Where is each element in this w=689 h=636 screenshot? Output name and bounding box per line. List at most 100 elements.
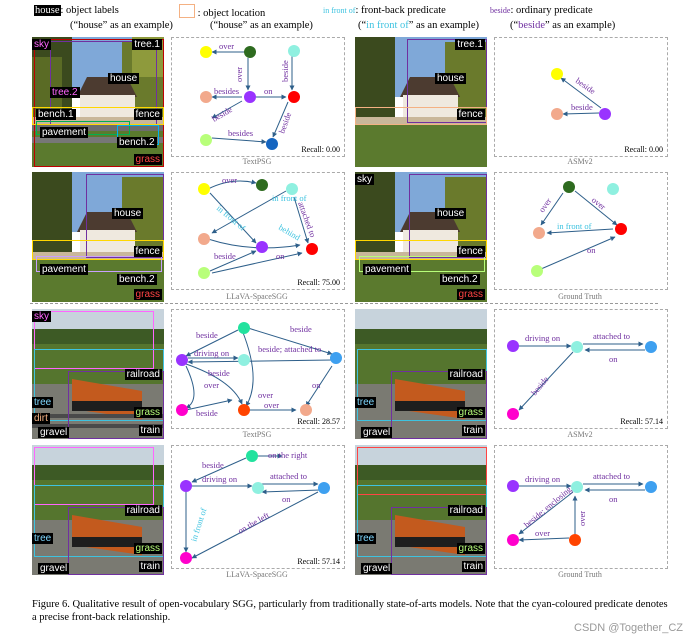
- edge-label: in front of: [557, 221, 592, 231]
- panel-caption: LLaVA-SpaceSGG: [226, 292, 288, 301]
- label-grass: grass: [133, 407, 162, 418]
- edge-label: over: [219, 41, 234, 51]
- edge-label: over: [590, 195, 608, 212]
- house-scene-image: [355, 37, 487, 167]
- label-grass: grass: [133, 154, 162, 165]
- graph-llava-row2: over in front of attached to in front of…: [171, 172, 345, 290]
- house-scene-image: [32, 37, 164, 167]
- label-tree-1: tree.1: [455, 39, 485, 50]
- edge-label: beside: [210, 104, 234, 124]
- edge-label: beside: [196, 330, 218, 340]
- label-pavement: pavement: [40, 127, 88, 138]
- label-fence: fence: [456, 246, 485, 257]
- photo-house-3: house fence pavement bench.2 grass: [32, 172, 164, 302]
- legend-front-back: in front of: front-back predicate: [323, 5, 446, 16]
- scene-graph: beside on the right driving on attached …: [180, 450, 330, 564]
- panel-caption: Ground Truth: [558, 292, 602, 301]
- label-gravel: gravel: [38, 427, 70, 438]
- edge-label: in front of: [272, 193, 307, 203]
- label-tree: tree: [355, 533, 377, 544]
- edge-label: on the left: [236, 510, 271, 536]
- edge-label: beside: [214, 251, 236, 261]
- graph-asmv2-row3: driving on attached to on beside Recall:…: [494, 309, 668, 429]
- edge-label: on: [282, 494, 291, 504]
- label-gravel: gravel: [361, 427, 393, 438]
- legend-front-back-example: (“in front of” as an example): [358, 20, 480, 31]
- scene-graph: beside beside driving on beside; attache…: [176, 322, 342, 418]
- location-box-icon: [179, 4, 195, 18]
- label-gravel: gravel: [38, 563, 70, 574]
- edge-label: beside: [202, 460, 224, 470]
- edge-label: over: [204, 380, 219, 390]
- label-gravel: gravel: [361, 563, 393, 574]
- edge-label: on: [609, 494, 618, 504]
- edge-label: beside: [280, 60, 290, 82]
- edge-label: driving on: [525, 333, 561, 343]
- recall-score: Recall: 0.00: [624, 145, 663, 154]
- edge-label: attached to: [270, 471, 307, 481]
- legend-house-example: (“house” as an example): [70, 20, 173, 31]
- recall-score: Recall: 28.57: [297, 417, 340, 426]
- scene-graph: driving on attached to on beside: [507, 331, 657, 420]
- graph-groundtruth-row2: over over in front of on: [494, 172, 668, 290]
- edge-label: over: [234, 67, 244, 82]
- recall-score: Recall: 0.00: [301, 145, 340, 154]
- recall-score: Recall: 75.00: [297, 278, 340, 287]
- label-house: house: [112, 208, 144, 219]
- label-tree: tree: [355, 397, 377, 408]
- label-sky: sky: [32, 39, 51, 50]
- photo-house-4: sky house fence pavement bench.2 grass: [355, 172, 487, 302]
- edge-label: beside: [571, 102, 593, 112]
- graph-textpsg-row3: beside beside driving on beside; attache…: [171, 309, 345, 429]
- recall-score: Recall: 57.14: [297, 557, 340, 566]
- label-railroad: railroad: [447, 369, 485, 380]
- graph-textpsg-row1: over over beside on besides beside besid…: [171, 37, 345, 157]
- edge-label: attached to: [593, 471, 630, 481]
- edge-label: attached to: [593, 331, 630, 341]
- edge-label: driving on: [194, 348, 230, 358]
- label-railroad: railroad: [124, 369, 162, 380]
- photo-train-4: railroad tree grass gravel train: [355, 445, 487, 575]
- label-bench-2: bench.2: [440, 274, 480, 285]
- edge-label: on: [587, 245, 596, 255]
- graph-groundtruth-row4: driving on attached to on beside; enclos…: [494, 445, 668, 569]
- edge-label: in front of: [188, 507, 208, 543]
- label-bench-1: bench.1: [36, 109, 76, 120]
- legend-object-labels: house: object labels: [34, 5, 119, 16]
- edge-label: on the right: [268, 450, 308, 460]
- label-grass: grass: [456, 289, 485, 300]
- label-tree: tree: [32, 533, 54, 544]
- label-sky: sky: [355, 174, 374, 185]
- panel-caption: Ground Truth: [558, 570, 602, 579]
- figure-caption: Figure 6. Qualitative result of open-voc…: [32, 599, 668, 623]
- photo-train-2: railroad tree grass gravel train: [355, 309, 487, 439]
- legend-object-location: : object location: [179, 4, 265, 20]
- label-train: train: [461, 561, 485, 572]
- edge-label: beside; attached to: [258, 344, 321, 354]
- edge-label: beside: [290, 324, 312, 334]
- scene-graph: driving on attached to on beside; enclos…: [507, 471, 657, 546]
- photo-train-1: sky railroad tree dirt grass gravel trai…: [32, 309, 164, 439]
- label-bench-2: bench.2: [117, 137, 157, 148]
- legend: house: object labels (“house” as an exam…: [0, 0, 689, 40]
- edge-label: beside: [196, 408, 218, 418]
- scene-graph: over in front of attached to in front of…: [198, 175, 318, 279]
- label-fence: fence: [456, 109, 485, 120]
- edge-label: driving on: [525, 474, 561, 484]
- edge-label: driving on: [202, 474, 238, 484]
- label-pavement: pavement: [40, 264, 88, 275]
- edge-label: beside: [208, 368, 230, 378]
- label-grass: grass: [133, 543, 162, 554]
- label-bench-2: bench.2: [117, 274, 157, 285]
- legend-location-example: (“house” as an example): [210, 20, 313, 31]
- edge-label: over: [535, 528, 550, 538]
- label-sky: sky: [32, 311, 51, 322]
- label-tree: tree: [32, 397, 54, 408]
- edge-label: beside; enclosing: [522, 484, 574, 530]
- label-house: house: [435, 208, 467, 219]
- label-dirt: dirt: [32, 413, 50, 424]
- recall-score: Recall: 57.14: [620, 417, 663, 426]
- house-scene-image: [32, 172, 164, 302]
- edge-label: over: [222, 175, 237, 185]
- panel-caption: TextPSG: [242, 157, 272, 166]
